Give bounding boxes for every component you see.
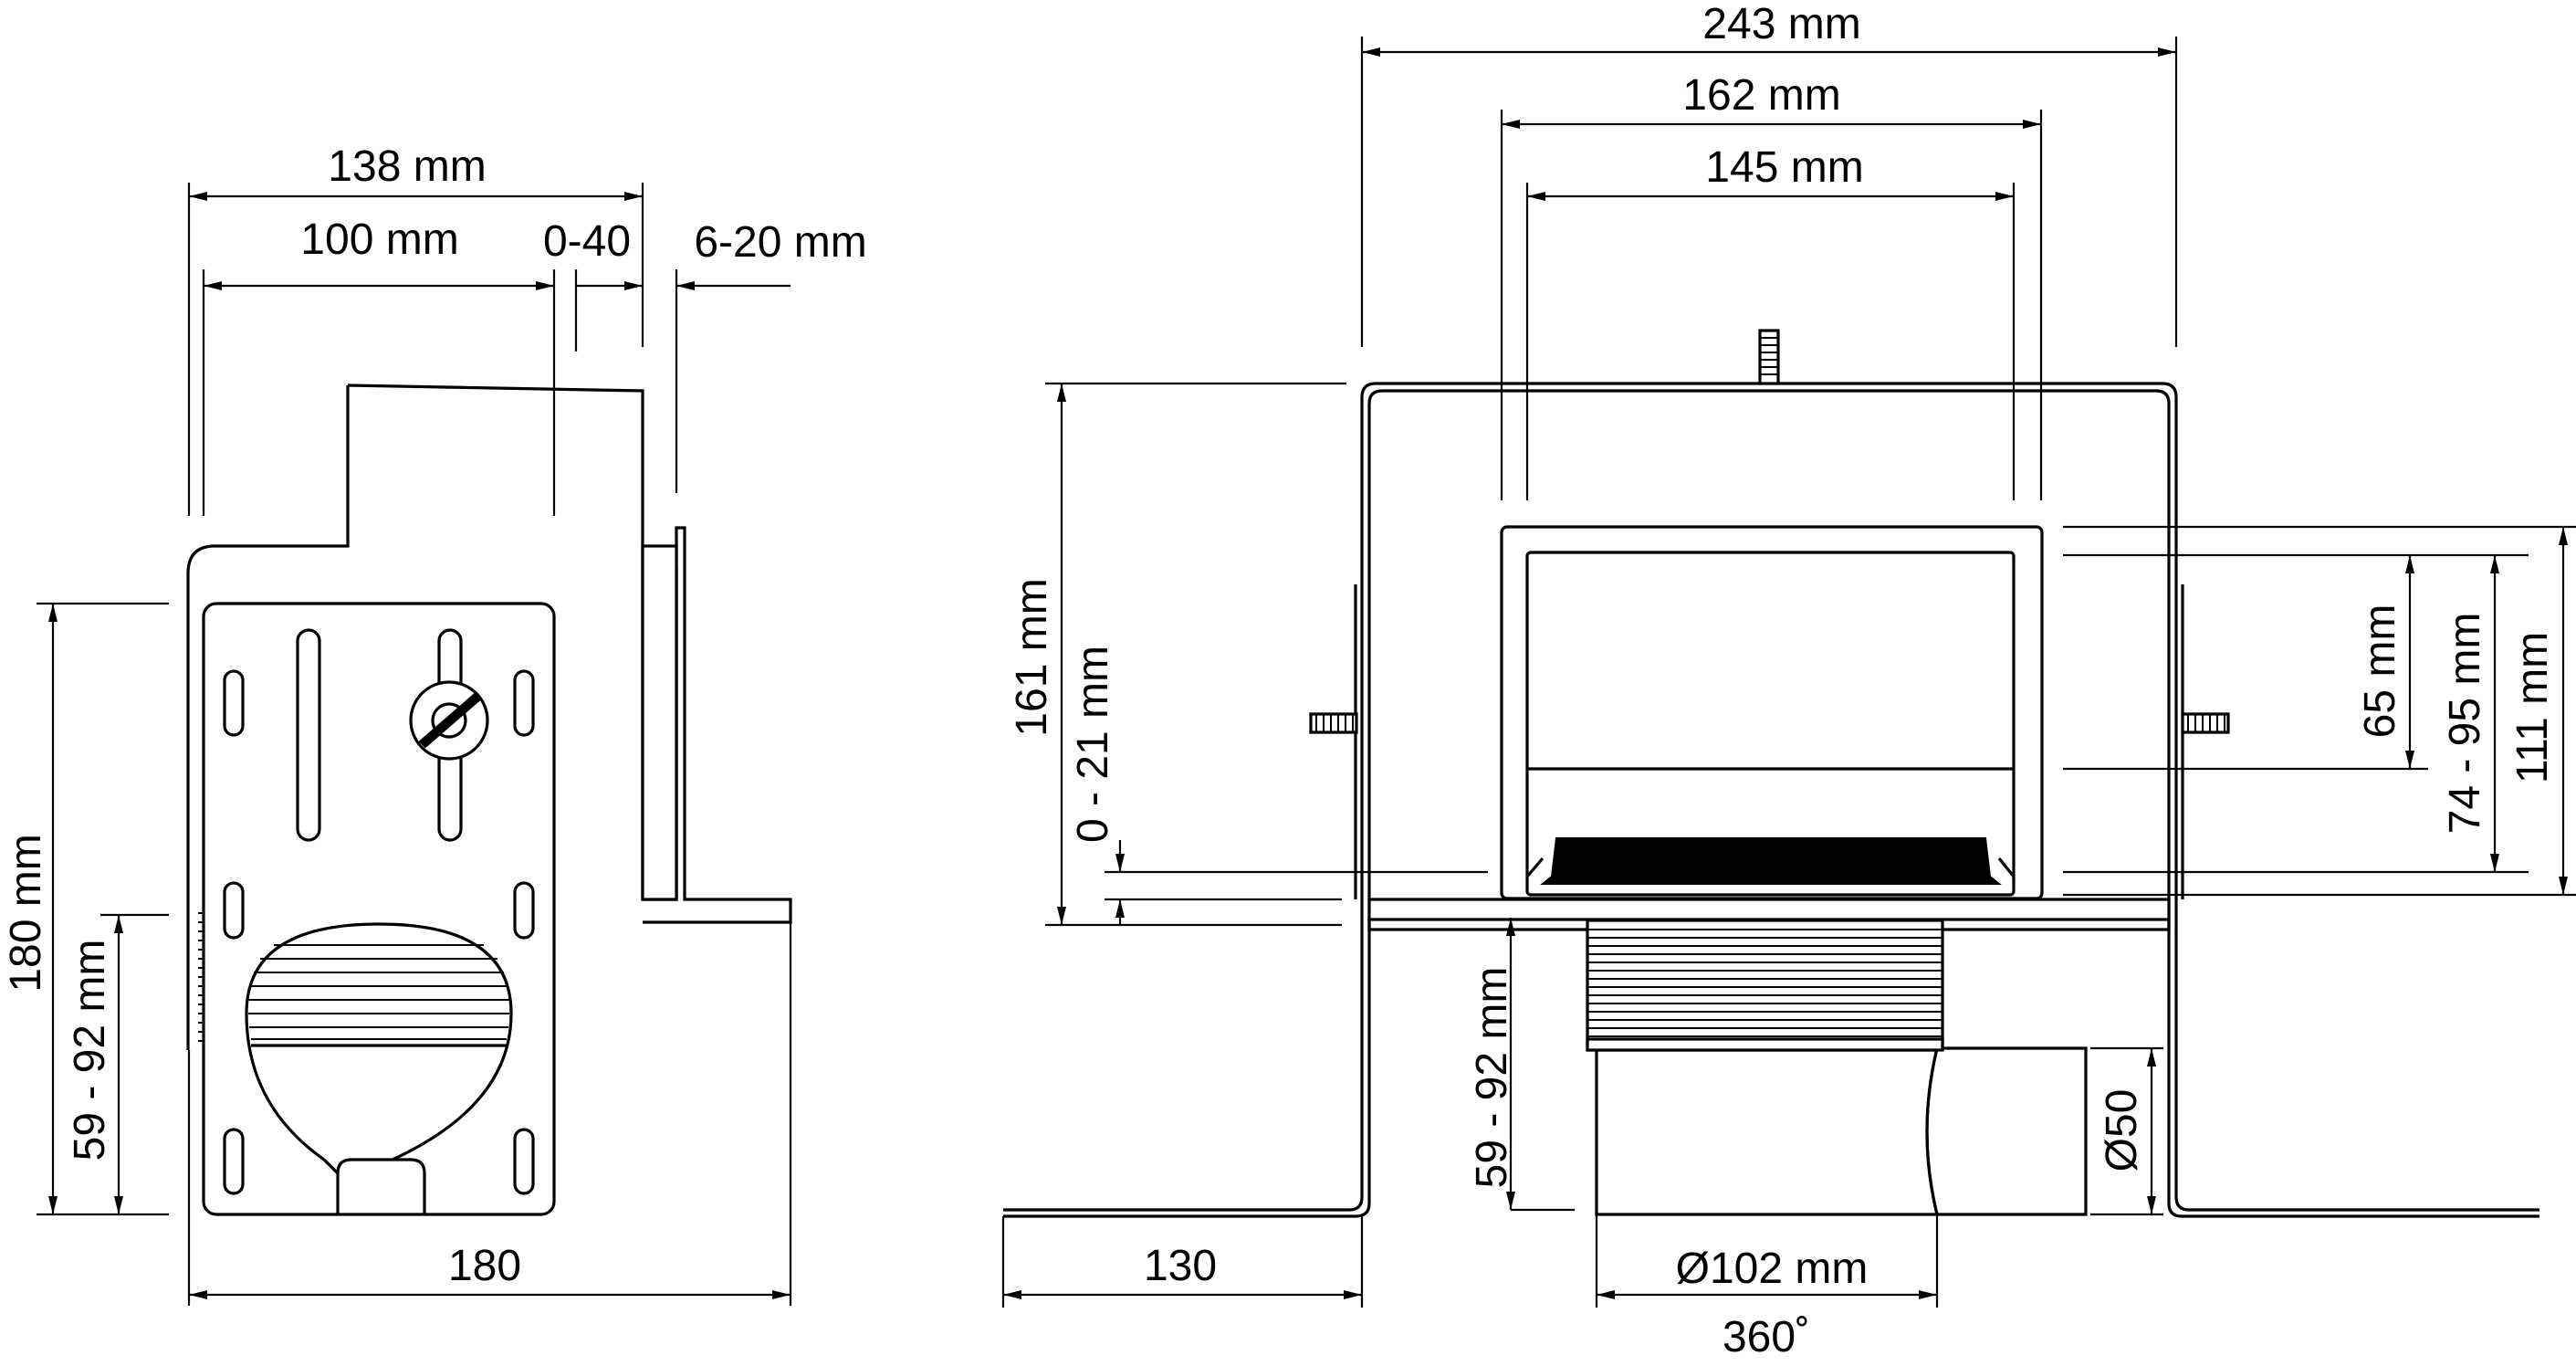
front-outlet-pipe [1925, 1046, 2088, 1216]
label-360deg: 360˚ [1723, 1313, 1810, 1361]
label-180mm-height: 180 mm [2, 834, 50, 992]
label-180-width: 180 [448, 1242, 521, 1290]
front-drain-plate [1540, 837, 2002, 885]
side-knurl [198, 912, 204, 1042]
front-side-screws [1309, 712, 2230, 734]
front-top-screw [1758, 329, 1780, 385]
front-dimensions [1001, 37, 2576, 1308]
side-adjust-knob [409, 680, 489, 761]
side-upper-body-left [186, 385, 350, 1050]
label-65mm: 65 mm [2356, 604, 2404, 739]
front-view [1001, 37, 2576, 1308]
label-74-95mm: 74 - 95 mm [2441, 613, 2489, 835]
label-243mm: 243 mm [1702, 0, 1860, 48]
front-threaded-body [1586, 919, 1944, 1052]
label-59-92mm-front: 59 - 92 mm [1468, 967, 1516, 1189]
label-phi102mm: Ø102 mm [1676, 1245, 1869, 1293]
front-grate-inner [1525, 551, 2016, 897]
label-145mm: 145 mm [1705, 143, 1863, 192]
label-59-92mm-side: 59 - 92 mm [66, 940, 114, 1161]
label-0-21mm: 0 - 21 mm [1069, 646, 1117, 843]
label-162mm: 162 mm [1682, 71, 1840, 120]
label-100mm: 100 mm [300, 215, 458, 264]
label-111mm: 111 mm [2508, 632, 2557, 783]
label-phi50: Ø50 [2098, 1089, 2146, 1172]
side-outlet-pipe [245, 922, 513, 1214]
label-6-20mm: 6-20 mm [694, 218, 866, 267]
front-outlet-body [1595, 1048, 1939, 1216]
label-138mm: 138 mm [328, 142, 486, 191]
label-0-40: 0-40 [543, 217, 631, 266]
label-130: 130 [1144, 1242, 1217, 1290]
side-dimensions [37, 183, 792, 1306]
side-flange-plate [641, 544, 678, 901]
front-base-plate [1367, 898, 2171, 921]
label-161mm: 161 mm [1008, 578, 1056, 736]
side-view [37, 183, 792, 1306]
front-inner-frame [1003, 389, 2539, 1218]
